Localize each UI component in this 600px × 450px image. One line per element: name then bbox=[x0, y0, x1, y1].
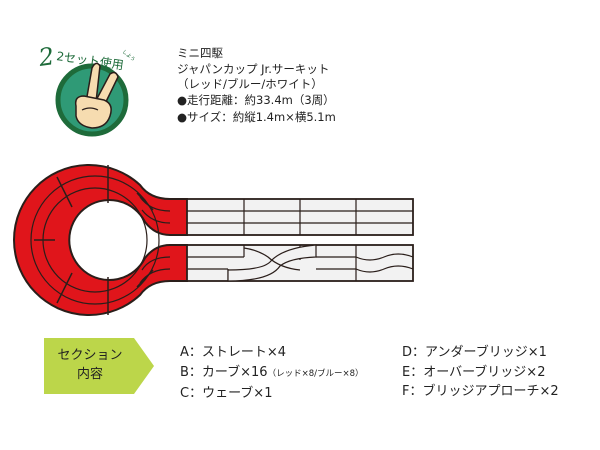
running-distance: ●走行距離：約33.4m（3周） bbox=[177, 92, 335, 107]
arrow-tag-icon bbox=[44, 338, 154, 394]
tag-line1: セクション bbox=[57, 348, 123, 363]
product-info: ミニ四駆 ジャパンカップ Jr.サーキット （レッド/ブルー/ホワイト） ●走行… bbox=[177, 46, 336, 126]
section-list-left: A：ストレート×4 B：カーブ×16（レッド×8/ブルー×8） C：ウェーブ×1 bbox=[180, 343, 364, 404]
color-variants: （レッド/ブルー/ホワイト） bbox=[177, 77, 323, 91]
bottom-bridge-and-wave-section bbox=[186, 244, 414, 282]
top-straight-section bbox=[186, 198, 414, 236]
product-name: ジャパンカップ Jr.サーキット bbox=[177, 61, 330, 76]
circuit-diagram bbox=[0, 150, 600, 330]
two-set-badge: 2 2セット使用 しよう bbox=[30, 30, 150, 140]
brand-line: ミニ四駆 bbox=[177, 46, 223, 60]
right-curve-section bbox=[412, 165, 586, 315]
section-item-under-bridge: D：アンダーブリッジ×1 bbox=[402, 345, 547, 360]
tag-line2: 内容 bbox=[76, 367, 103, 382]
curve-note: （レッド×8/ブルー×8） bbox=[267, 368, 364, 379]
svg-text:2: 2 bbox=[36, 42, 56, 72]
left-curve-section bbox=[13, 164, 188, 316]
peace-sign-hand-icon: 2 2セット使用 しよう bbox=[36, 42, 136, 137]
section-item-curve: B：カーブ×16（レッド×8/ブルー×8） bbox=[180, 364, 364, 380]
section-list-right: D：アンダーブリッジ×1 E：オーバーブリッジ×2 F：ブリッジアプローチ×2 bbox=[402, 343, 559, 402]
track-size: ●サイズ：約縦1.4m×横5.1m bbox=[177, 110, 336, 124]
section-item-straight: A：ストレート×4 bbox=[180, 345, 287, 360]
section-item-bridge-approach: F：ブリッジアプローチ×2 bbox=[402, 384, 559, 399]
section-contents-tag: セクション 内容 bbox=[44, 338, 156, 394]
section-item-over-bridge: E：オーバーブリッジ×2 bbox=[402, 364, 546, 380]
section-item-wave: C：ウェーブ×1 bbox=[180, 386, 273, 401]
